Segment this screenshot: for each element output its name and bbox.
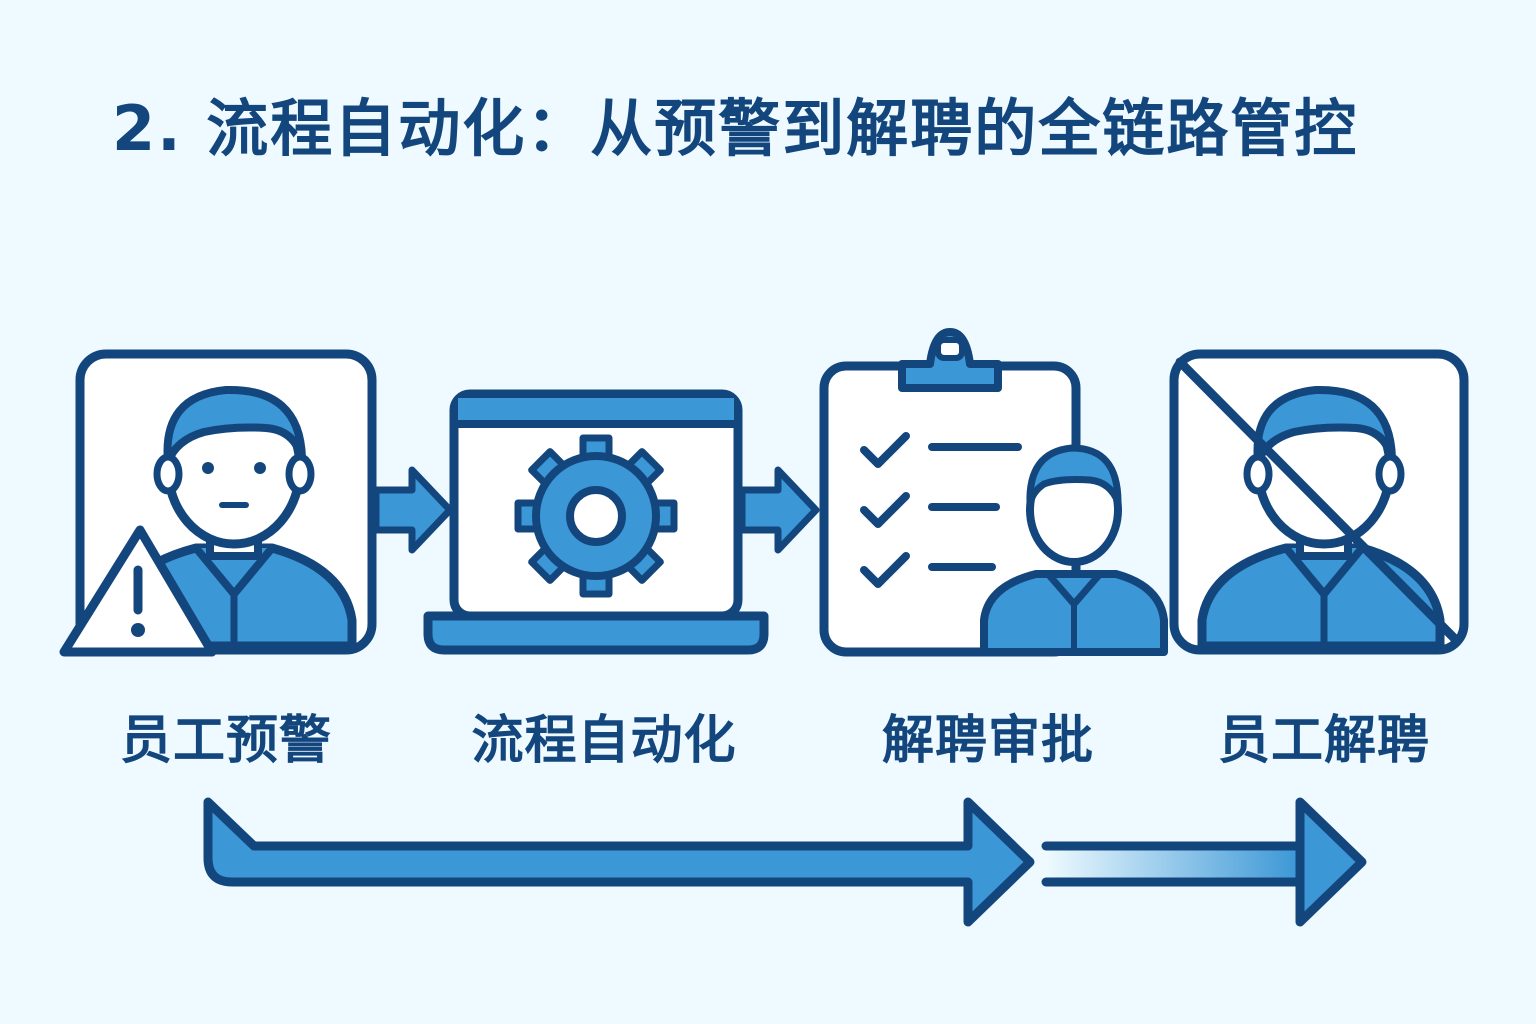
- employee-warning-icon: [59, 349, 377, 657]
- warning-icon: [59, 525, 217, 657]
- employee-dismissed-icon: [1169, 349, 1469, 655]
- strike-through-line: [1175, 357, 1461, 645]
- checklist-approval-icon: [819, 328, 1168, 657]
- laptop-gear-icon: [423, 389, 769, 655]
- short-progress-arrow: [1041, 797, 1367, 927]
- stage-label-automation: 流程自动化: [471, 711, 737, 771]
- stage-label-dismissal: 员工解聘: [1217, 711, 1431, 771]
- gear-icon: [514, 434, 678, 598]
- flow-arrow-1: [372, 466, 454, 554]
- stage-label-warning: 员工预警: [119, 711, 333, 771]
- flow-arrow-2: [738, 466, 820, 554]
- page-title: 2. 流程自动化：从预警到解聘的全链路管控: [112, 92, 1359, 165]
- stage-label-approval: 解聘审批: [881, 711, 1095, 771]
- long-progress-arrow: [203, 797, 1035, 927]
